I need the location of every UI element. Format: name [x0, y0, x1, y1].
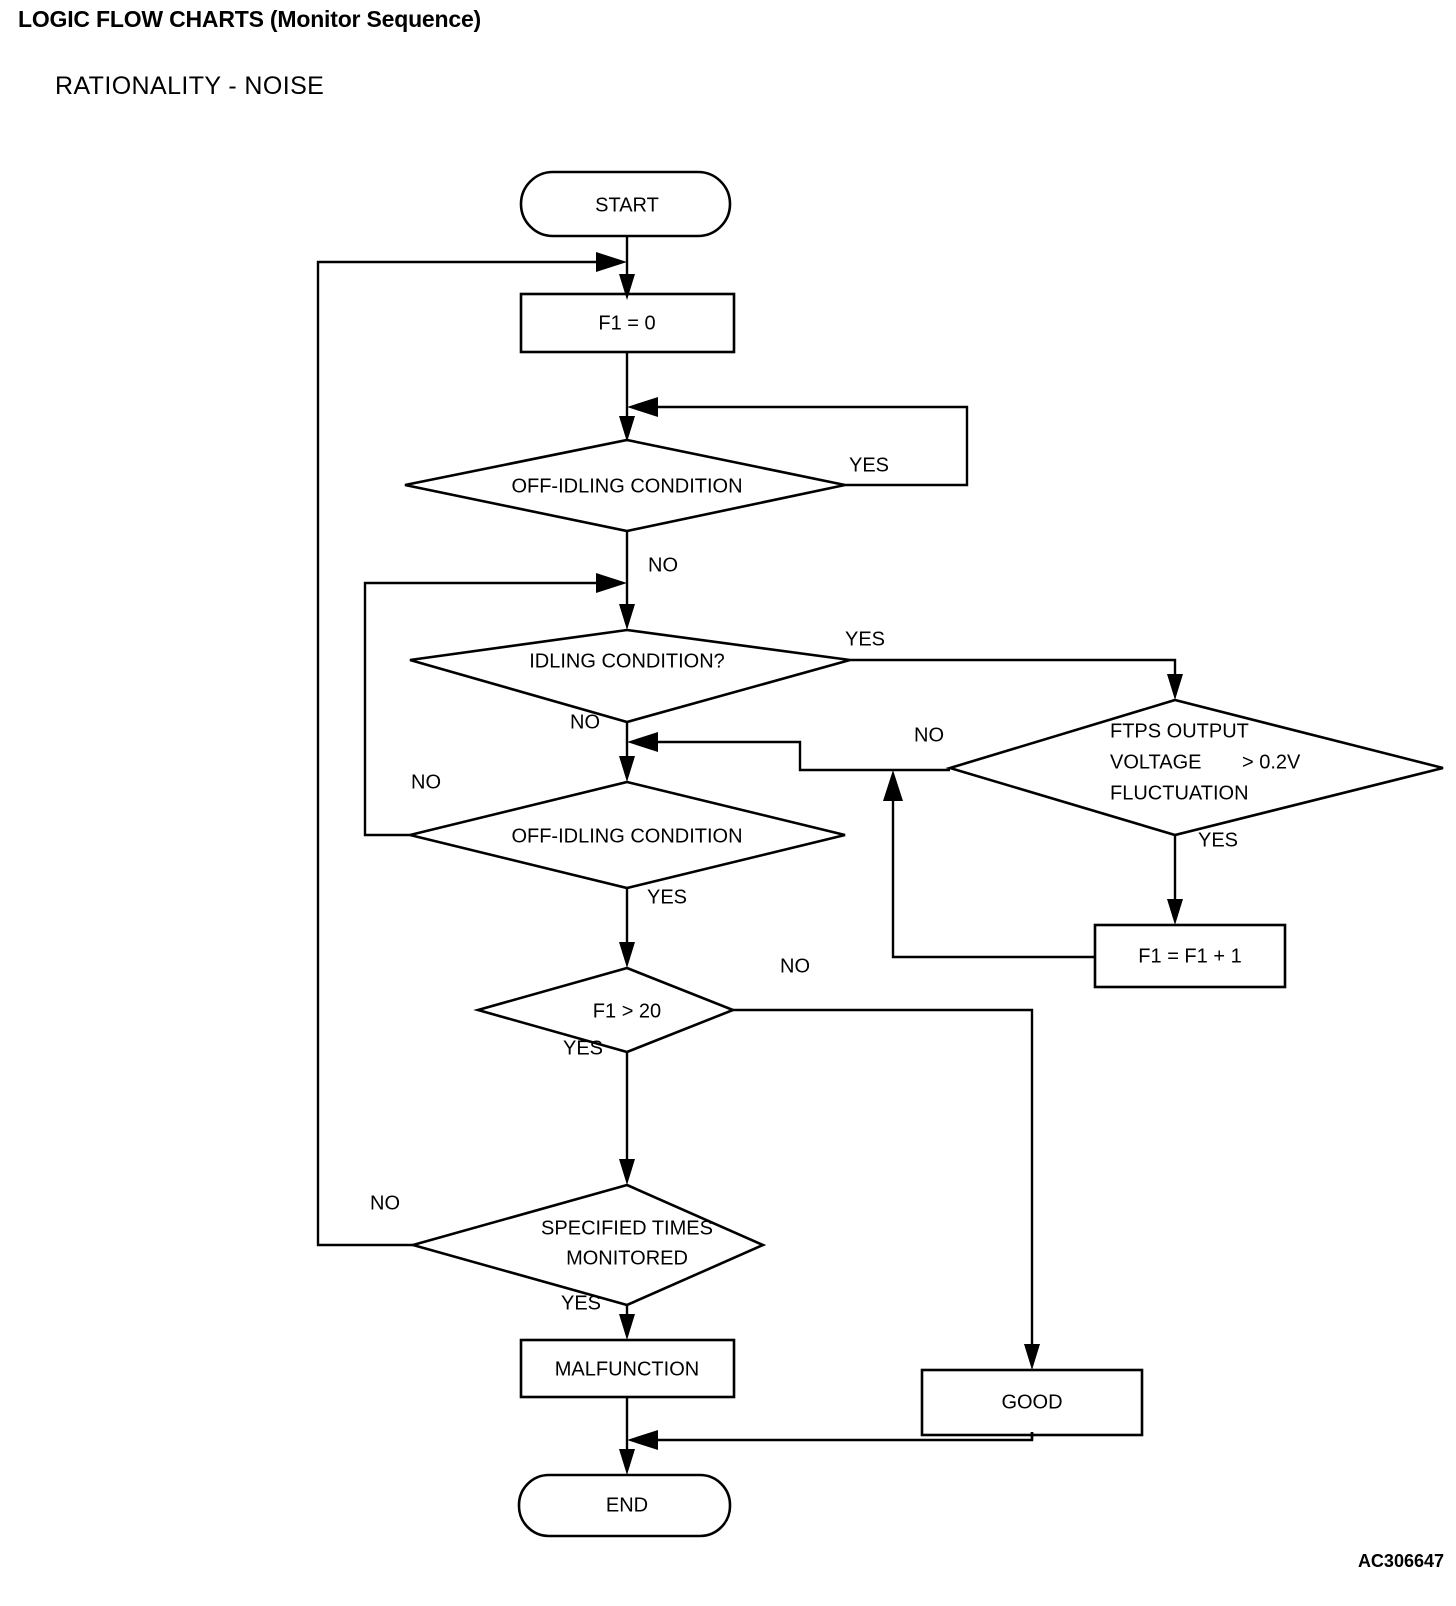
edge-label-offidle1-no: NO — [648, 554, 678, 576]
arrowhead-good-to-end — [627, 1430, 658, 1450]
node-end-shape — [517, 1473, 732, 1538]
node-off-idling-2-shape — [409, 780, 846, 890]
node-ftps-label-line3: FLUCTUATION — [1110, 782, 1249, 804]
edge-label-offidle2-no: NO — [411, 771, 441, 793]
node-off-idling-2: OFF-IDLING CONDITION — [409, 780, 846, 890]
edge-label-idling-no: NO — [570, 711, 600, 733]
node-off-idling-1-label: OFF-IDLING CONDITION — [511, 475, 742, 497]
edge-label-offidle2-yes: YES — [647, 886, 687, 908]
edge-f1inc-return — [891, 789, 1095, 959]
edge-label-idling-yes: YES — [845, 628, 885, 650]
node-off-idling-1-shape — [404, 438, 846, 533]
node-malfunction-shape — [519, 1338, 736, 1399]
node-good: GOOD — [920, 1368, 1144, 1437]
edge-label-spectimes-no: NO — [370, 1192, 400, 1214]
arrowhead-spectimes-no-loopback — [596, 252, 627, 272]
node-idling-condition-label: IDLING CONDITION? — [529, 650, 725, 672]
edge-label-ftps-yes: YES — [1198, 829, 1238, 851]
edge-f1gt20-no-to-good — [733, 1008, 1034, 1358]
node-f1-zero-label: F1 = 0 — [598, 312, 655, 334]
arrowhead-start-to-f1zero — [619, 274, 635, 300]
node-good-label: GOOD — [1001, 1391, 1062, 1413]
arrowhead-idling-no-to-offidle2 — [619, 756, 635, 782]
arrowhead-f1inc-return — [883, 770, 903, 801]
node-off-idling-2-label: OFF-IDLING CONDITION — [511, 825, 742, 847]
node-idling-condition-shape — [409, 628, 851, 724]
arrowhead-f1gt20-no-to-good — [1024, 1344, 1040, 1370]
arrowhead-spectimes-yes-to-malfunction — [619, 1314, 635, 1340]
edge-label-spectimes-yes: YES — [561, 1292, 601, 1314]
node-ftps-label-threshold: > 0.2V — [1242, 751, 1301, 773]
edge-offidle1-yes-loop — [646, 405, 969, 487]
page-subtitle: RATIONALITY - NOISE — [55, 72, 325, 100]
node-specified-times-monitored-shape — [408, 1183, 767, 1307]
arrowhead-offidle2-yes-to-f1gt20 — [619, 942, 635, 968]
node-f1-gt-20: F1 > 20 — [473, 966, 737, 1054]
edge-good-to-end — [646, 1435, 1034, 1442]
node-start: START — [519, 170, 732, 238]
node-start-shape — [519, 170, 732, 238]
node-f1-gt-20-shape — [473, 966, 737, 1054]
arrowhead-offidle1-no-to-idling — [619, 604, 635, 630]
node-ftps-fluctuation: FTPS OUTPUT VOLTAGE > 0.2V FLUCTUATION — [945, 698, 1444, 837]
edge-ftps-no-to-trunk — [646, 740, 950, 772]
arrowhead-f1zero-to-offidle1 — [619, 416, 635, 442]
arrowhead-offidle1-yes-loop — [627, 397, 658, 417]
arrowhead-idling-yes-to-ftps — [1167, 674, 1183, 700]
node-f1-zero-shape — [519, 292, 736, 354]
edge-label-ftps-no: NO — [914, 724, 944, 746]
node-f1-increment-label: F1 = F1 + 1 — [1138, 945, 1241, 967]
node-idling-condition: IDLING CONDITION? — [409, 628, 851, 724]
document-code: AC306647 — [1357, 1551, 1444, 1571]
edge-offidle2-no-loopback — [363, 581, 608, 837]
page-title: LOGIC FLOW CHARTS (Monitor Sequence) — [18, 6, 481, 32]
node-good-shape — [920, 1368, 1144, 1437]
arrowhead-ftps-yes-to-f1inc — [1167, 899, 1183, 925]
edge-label-f1gt20-yes: YES — [563, 1037, 603, 1059]
node-ftps-label-line1: FTPS OUTPUT — [1110, 720, 1249, 742]
node-ftps-label-line2: VOLTAGE — [1110, 751, 1202, 773]
node-off-idling-1: OFF-IDLING CONDITION — [404, 438, 846, 533]
edge-idling-yes-to-ftps — [850, 658, 1177, 688]
node-specified-times-label-line2: MONITORED — [566, 1247, 688, 1269]
node-f1-increment: F1 = F1 + 1 — [1093, 923, 1287, 989]
node-f1-increment-shape — [1093, 923, 1287, 989]
arrowhead-offidle2-no-loopback — [596, 573, 627, 593]
arrowhead-f1gt20-yes-to-spectimes — [619, 1159, 635, 1185]
node-f1-zero: F1 = 0 — [519, 292, 736, 354]
edge-label-offidle1-yes: YES — [849, 454, 889, 476]
arrowhead-ftps-no-to-trunk — [627, 732, 658, 752]
node-malfunction-label: MALFUNCTION — [555, 1358, 699, 1380]
node-end-label: END — [606, 1494, 648, 1516]
edge-label-f1gt20-no: NO — [780, 955, 810, 977]
node-specified-times-label-line1: SPECIFIED TIMES — [541, 1217, 713, 1239]
edge-spectimes-no-loopback — [316, 260, 608, 1247]
node-specified-times-monitored: SPECIFIED TIMES MONITORED — [408, 1183, 767, 1307]
node-start-label: START — [595, 194, 659, 216]
node-f1-gt-20-label: F1 > 20 — [593, 1000, 661, 1022]
node-end: END — [517, 1473, 732, 1538]
node-ftps-fluctuation-shape — [945, 698, 1444, 837]
node-malfunction: MALFUNCTION — [519, 1338, 736, 1399]
arrowhead-malfunction-to-end — [619, 1449, 635, 1475]
